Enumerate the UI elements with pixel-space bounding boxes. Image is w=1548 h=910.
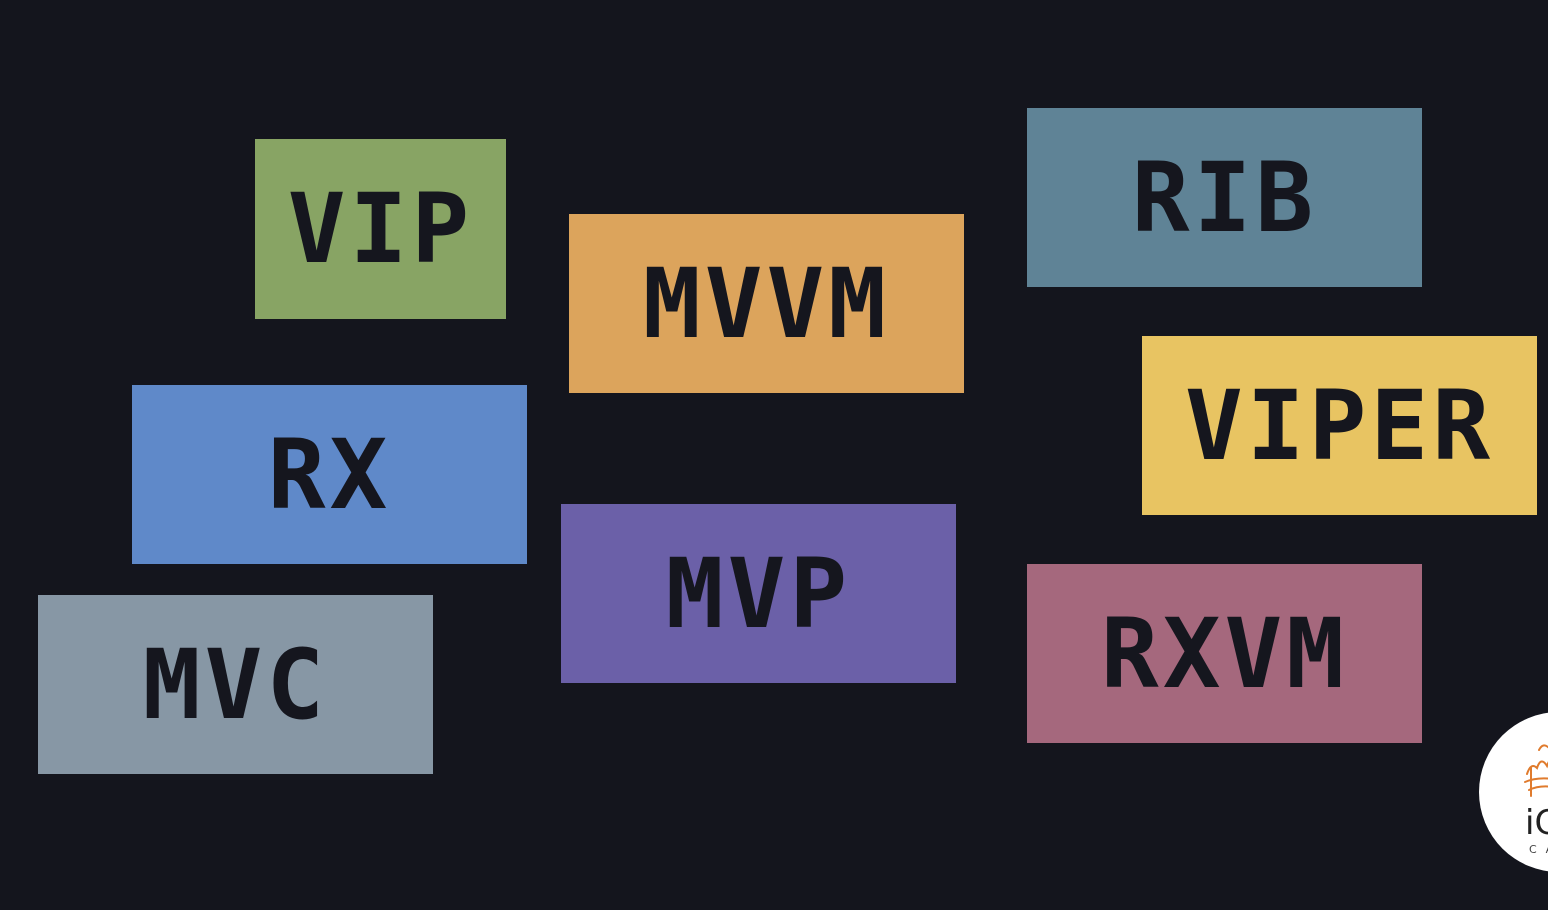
tag-mvp-label: MVP (665, 537, 852, 650)
tag-rib-label: RIB (1131, 141, 1318, 254)
tag-mvvm: MVVM (569, 214, 964, 393)
logo-text: iC (1525, 803, 1548, 843)
tag-vip-label: VIP (287, 173, 474, 285)
tag-viper-label: VIPER (1185, 369, 1494, 482)
tag-mvvm-label: MVVM (642, 247, 891, 360)
tag-rx-label: RX (267, 418, 392, 531)
tag-rib: RIB (1027, 108, 1422, 287)
conference-logo: iC CA (1479, 712, 1548, 872)
tag-viper: VIPER (1142, 336, 1537, 515)
tag-rx: RX (132, 385, 527, 564)
tag-mvc: MVC (38, 595, 433, 774)
logo-subtext: CA (1529, 843, 1548, 856)
tag-vip: VIP (255, 139, 506, 319)
crown-sketch-icon (1524, 744, 1548, 797)
tag-mvp: MVP (561, 504, 956, 683)
tag-rxvm-label: RXVM (1100, 597, 1349, 710)
tag-mvc-label: MVC (142, 628, 329, 741)
tag-rxvm: RXVM (1027, 564, 1422, 743)
